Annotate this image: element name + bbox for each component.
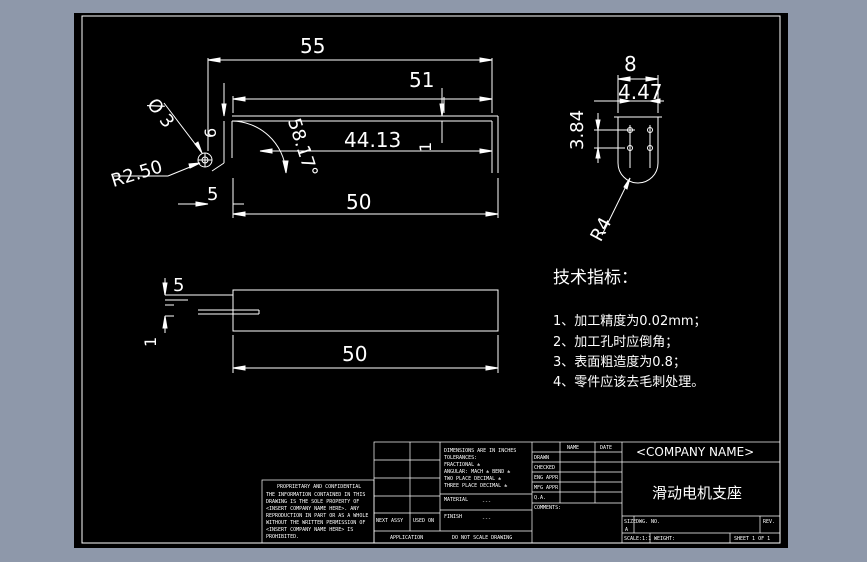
dim-thickness: 1 [416, 142, 435, 152]
tech-note-item: 4、零件应该去毛刺处理。 [553, 374, 704, 390]
dim-radius: R2.50 [109, 156, 165, 191]
dim-top-offset: 5 [173, 275, 184, 296]
tech-note-item: 2、加工孔时应倒角； [553, 334, 678, 350]
tech-note-item: 3、表面粗造度为0.8； [553, 354, 686, 370]
side-view [594, 75, 664, 236]
dim-top-length: 50 [342, 342, 367, 366]
label-dwg-no: DWG. NO. [636, 519, 660, 525]
label-qa: Q.A. [534, 495, 546, 501]
sheet-border [81, 15, 781, 544]
dim-top-thickness: 1 [141, 337, 160, 347]
header-date: DATE [600, 445, 612, 451]
tol-line: DIMENSIONS ARE IN INCHES [444, 448, 516, 454]
header-name: NAME [567, 445, 579, 451]
label-checked: CHECKED [534, 465, 555, 471]
title-block [261, 441, 781, 544]
dim-bend-height: 6 [201, 128, 220, 138]
proprietary-line: DRAWING IS THE SOLE PROPERTY OF [266, 499, 359, 505]
top-view-labels: 5 1 50 [141, 275, 367, 366]
dim-overall-length: 55 [300, 34, 325, 58]
tol-line: TWO PLACE DECIMAL ± [444, 476, 501, 482]
tech-notes: 技术指标： 1、加工精度为0.02mm； 2、加工孔时应倒角； 3、表面粗造度为… [553, 268, 707, 390]
label-weight: WEIGHT: [654, 536, 675, 542]
proprietary-line: <INSERT COMPANY NAME HERE>. ANY [266, 506, 359, 512]
tol-line: ANGULAR: MACH ± BEND ± [444, 469, 510, 475]
company-name: <COMPANY NAME> [636, 445, 754, 459]
material-value: --- [482, 499, 491, 505]
label-mfg-appr: MFG APPR [534, 485, 559, 491]
dim-hole-diameter: Ø 3 [142, 95, 178, 133]
proprietary-line: <INSERT COMPANY NAME HERE> IS [266, 527, 353, 533]
label-size: SIZE [624, 519, 636, 525]
tech-note-item: 1、加工精度为0.02mm； [553, 313, 707, 329]
dim-inner-length: 44.13 [344, 128, 401, 152]
tol-line: FRACTIONAL ± [444, 462, 480, 468]
dim-height: 3.84 [567, 110, 588, 150]
part-title: 滑动电机支座 [652, 484, 742, 502]
finish-value: --- [482, 516, 491, 522]
dim-side-radius: R4 [586, 214, 616, 245]
dim-offset: 5 [207, 184, 218, 205]
front-view [114, 57, 499, 218]
tol-line: THREE PLACE DECIMAL ± [444, 483, 507, 489]
proprietary-line: WITHOUT THE WRITTEN PERMISSION OF [266, 520, 365, 526]
proprietary-line: REPRODUCTION IN PART OR AS A WHOLE [266, 513, 368, 519]
tol-line: TOLERANCES: [444, 455, 477, 461]
label-no-scale: DO NOT SCALE DRAWING [452, 535, 512, 541]
proprietary-line: THE INFORMATION CONTAINED IN THIS [266, 492, 365, 498]
label-scale: SCALE:1:1 [624, 536, 651, 542]
title-block-text: <COMPANY NAME> 滑动电机支座 NAME DATE DRAWN CH… [266, 445, 775, 542]
size-value: A [625, 527, 628, 533]
label-application: APPLICATION [390, 535, 423, 541]
front-view-labels: 55 51 44.13 1 58.17° 6 Ø 3 R2.50 5 50 [109, 34, 435, 214]
drawing-sheet: 55 51 44.13 1 58.17° 6 Ø 3 R2.50 5 50 [74, 13, 788, 548]
proprietary-line: PROHIBITED. [266, 534, 299, 540]
dim-hole-spacing: 4.47 [618, 80, 663, 104]
label-drawn: DRAWN [534, 455, 549, 461]
label-sheet: SHEET 1 OF 1 [734, 536, 770, 542]
label-comments: COMMENTS: [534, 505, 561, 511]
tech-notes-title: 技术指标： [553, 268, 638, 288]
dim-hole-offset: 51 [409, 68, 434, 92]
label-eng-appr: ENG APPR [534, 475, 559, 481]
dim-bottom-length: 50 [346, 190, 371, 214]
label-used-on: USED ON [413, 518, 434, 524]
dim-angle: 58.17° [283, 116, 322, 180]
technical-drawing: 55 51 44.13 1 58.17° 6 Ø 3 R2.50 5 50 [81, 15, 781, 544]
label-material: MATERIAL [444, 497, 468, 503]
label-next-assy: NEXT ASSY [376, 518, 403, 524]
label-rev: REV. [763, 519, 775, 525]
top-view [162, 278, 499, 373]
proprietary-title: PROPRIETARY AND CONFIDENTIAL [277, 484, 361, 490]
label-finish: FINISH [444, 514, 462, 520]
dim-width: 8 [624, 52, 637, 76]
